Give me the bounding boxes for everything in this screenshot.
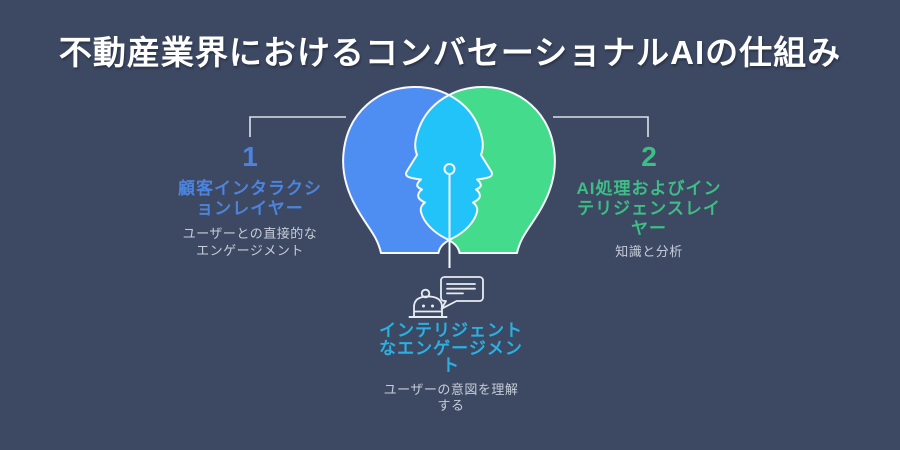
bottom-heading-line-2: なエンゲージメン xyxy=(379,338,523,358)
bottom-heading-line-1: インテリジェント xyxy=(379,321,523,340)
left-heading-line-2: ョンレイヤー xyxy=(196,199,304,218)
left-description-line-2: エンゲージメント xyxy=(196,243,304,258)
bottom-description-line-1: ユーザーの意図を理解 xyxy=(383,381,519,397)
left-bracket-line xyxy=(249,116,346,137)
right-bracket-line xyxy=(553,116,649,137)
speech-bubble-icon xyxy=(440,276,484,310)
bottom-description-line-2: する xyxy=(437,397,465,413)
robot-head-icon xyxy=(413,295,443,318)
callout-right: 2 AI処理およびイン テリジェンスレイ ヤー 知識と分析 xyxy=(564,142,734,260)
step-number-1: 1 xyxy=(242,141,258,172)
left-description-line-1: ユーザーとの直接的な xyxy=(182,226,318,241)
bottom-heading: インテリジェント なエンゲージメン ト xyxy=(366,322,536,375)
bottom-heading-line-3: ト xyxy=(442,356,460,375)
chatbot-speech-bubble-icon xyxy=(408,276,484,318)
right-heading-line-3: ヤー xyxy=(631,219,667,238)
bottom-description: ユーザーの意図を理解 する xyxy=(366,382,536,414)
step-number-2: 2 xyxy=(641,141,657,172)
left-description: ユーザーとの直接的な エンゲージメント xyxy=(165,225,335,259)
robot-eye-right xyxy=(431,304,434,308)
right-heading-line-1: AI処理およびイン xyxy=(576,179,722,198)
robot-eye-left xyxy=(422,304,425,308)
right-description-line-1: 知識と分析 xyxy=(615,244,683,259)
right-heading-line-2: テリジェンスレイ xyxy=(577,199,721,218)
callout-left: 1 顧客インタラクシ ョンレイヤー ユーザーとの直接的な エンゲージメント xyxy=(165,142,335,259)
page-title: 不動産業界におけるコンバセーショナルAIの仕組み xyxy=(58,34,842,71)
right-description: 知識と分析 xyxy=(564,243,734,260)
center-node-circle xyxy=(443,163,456,175)
left-heading-line-1: 顧客インタラクシ xyxy=(178,179,322,198)
left-heading: 顧客インタラクシ ョンレイヤー xyxy=(165,179,335,219)
right-heading: AI処理およびイン テリジェンスレイ ヤー xyxy=(564,179,734,239)
callout-bottom: インテリジェント なエンゲージメン ト ユーザーの意図を理解 する xyxy=(366,322,536,414)
